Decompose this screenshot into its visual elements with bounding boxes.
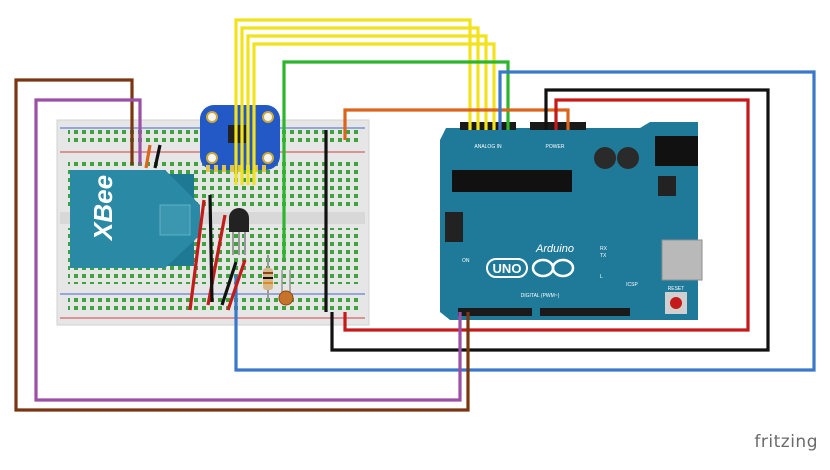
led-rx-label: RX bbox=[600, 246, 608, 252]
wire-black-short-2 bbox=[220, 261, 238, 306]
wire-brown bbox=[14, 78, 470, 412]
wire-purple bbox=[34, 98, 462, 402]
led-l-label: L bbox=[600, 274, 603, 280]
analog-in-label: ANALOG IN bbox=[474, 144, 502, 150]
resistor bbox=[263, 255, 273, 300]
power-label: POWER bbox=[546, 144, 565, 150]
photoresistor bbox=[278, 270, 294, 306]
digital-label: DIGITAL (PWM~) bbox=[521, 293, 560, 299]
wire-red-short-1 bbox=[188, 199, 206, 311]
wire-yellow-2 bbox=[240, 26, 480, 185]
wire-red-long bbox=[343, 98, 750, 332]
reset-label: RESET bbox=[668, 286, 685, 292]
wire-orange-short bbox=[144, 144, 152, 169]
wire-black-short-3 bbox=[153, 144, 162, 169]
arduino-logo-icon bbox=[531, 258, 575, 278]
wire-black-long bbox=[330, 88, 770, 352]
temperature-sensor bbox=[229, 208, 249, 255]
wire-black-short-1 bbox=[208, 194, 214, 303]
wire-red-short-3 bbox=[226, 259, 247, 311]
wire-yellow-1 bbox=[234, 18, 472, 185]
arduino-model-text: UNO bbox=[493, 261, 522, 276]
wire-orange bbox=[343, 108, 570, 140]
xbee-module: XBee bbox=[70, 170, 200, 268]
fritzing-watermark: fritzing bbox=[754, 432, 818, 452]
led-on-label: ON bbox=[462, 258, 470, 264]
icsp-label: ICSP bbox=[626, 282, 638, 288]
led-tx-label: TX bbox=[600, 253, 607, 259]
xbee-brand-text: XBee bbox=[88, 175, 118, 242]
wire-green bbox=[282, 60, 510, 258]
arduino-name-text: Arduino bbox=[535, 243, 574, 255]
accelerometer-breakout bbox=[200, 105, 280, 172]
wire-yellow-3 bbox=[246, 34, 488, 185]
wire-blue bbox=[234, 70, 816, 372]
wire-yellow-4 bbox=[252, 42, 496, 185]
arduino-uno-board: UNO Arduino ANALOG IN POWER DIGITAL (PWM… bbox=[440, 122, 703, 320]
